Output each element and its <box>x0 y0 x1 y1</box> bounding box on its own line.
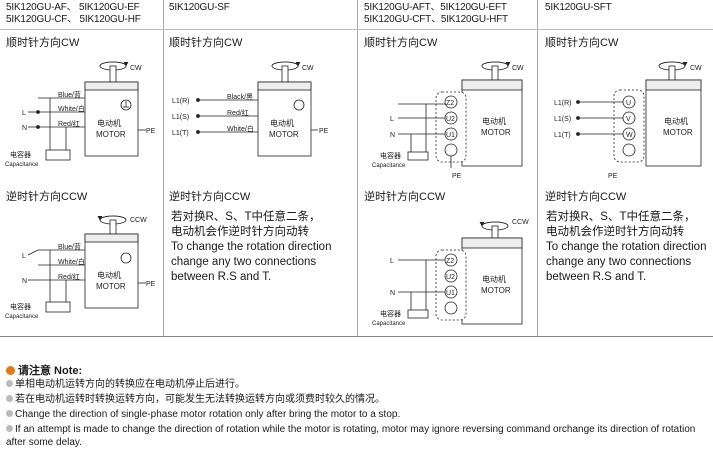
ccw-title: 逆时针方向CCW <box>364 191 446 203</box>
svg-text:U: U <box>626 100 631 107</box>
svg-text:PE: PE <box>146 281 156 288</box>
diagram-single-phase-cw <box>28 61 146 161</box>
svg-text:PE: PE <box>452 173 462 180</box>
svg-text:L1(R): L1(R) <box>172 98 190 105</box>
svg-text:CW: CW <box>512 65 524 72</box>
svg-text:L1(T): L1(T) <box>172 130 189 137</box>
diagram-three-phase-terminal-cw <box>576 61 702 167</box>
diagram-three-phase-cw <box>196 61 318 157</box>
three-phase-ccw-note: 若对换R、S、T中任意二条， 电动机会作逆时针方向动转 To change th… <box>171 211 332 283</box>
bullet-icon <box>6 395 13 402</box>
column-divider <box>163 0 164 336</box>
header-divider <box>0 29 713 30</box>
svg-text:U2: U2 <box>446 274 455 281</box>
svg-text:L: L <box>390 258 394 265</box>
svg-text:Black/黑: Black/黑 <box>227 93 253 101</box>
svg-text:L1(S): L1(S) <box>554 116 571 123</box>
svg-text:电容器: 电容器 <box>380 309 401 318</box>
note-line: 若在电动机运转时转换运转方向，可能发生无法转换运转方向或须费时较久的情况。 <box>6 393 385 406</box>
svg-text:White/白: White/白 <box>58 104 85 113</box>
cw-title: 顺时针方向CW <box>169 37 243 49</box>
svg-text:White/白: White/白 <box>227 124 254 133</box>
section-divider <box>0 336 713 337</box>
svg-text:CW: CW <box>690 65 702 72</box>
svg-text:MOTOR: MOTOR <box>481 286 511 295</box>
diagram-terminal-ccw <box>398 221 523 325</box>
svg-text:Z2: Z2 <box>446 258 454 265</box>
svg-text:U1: U1 <box>446 290 455 297</box>
diagram-single-phase-ccw <box>27 215 146 313</box>
column-divider <box>537 0 538 336</box>
column-divider <box>357 0 358 336</box>
svg-text:Capacitance: Capacitance <box>5 162 39 168</box>
svg-text:N: N <box>22 125 27 132</box>
svg-text:Blue/蓝: Blue/蓝 <box>58 242 81 251</box>
svg-text:Red/红: Red/红 <box>58 272 80 281</box>
bullet-icon <box>6 380 13 387</box>
svg-text:PE: PE <box>608 173 618 180</box>
cw-title: 顺时针方向CW <box>364 37 438 49</box>
note-icon <box>6 366 15 375</box>
svg-text:L1(T): L1(T) <box>554 132 571 139</box>
model-header-col2: 5IK120GU-SF <box>169 2 230 13</box>
svg-text:CCW: CCW <box>512 219 529 226</box>
svg-text:电动机: 电动机 <box>482 116 506 126</box>
bullet-icon <box>6 410 13 417</box>
svg-text:Red/红: Red/红 <box>58 119 80 128</box>
svg-text:MOTOR: MOTOR <box>663 128 693 137</box>
svg-text:L: L <box>390 116 394 123</box>
ccw-title: 逆时针方向CCW <box>6 191 88 203</box>
svg-text:电容器: 电容器 <box>10 150 31 159</box>
svg-text:L: L <box>22 110 26 117</box>
svg-text:电动机: 电动机 <box>482 274 506 284</box>
wiring-diagrams: CW Blue/蓝 White/白 Red/红 L N 电动机 MOTOR PE… <box>5 61 702 327</box>
three-phase-ccw-note: 若对换R、S、T中任意二条， 电动机会作逆时针方向动转 To change th… <box>546 211 707 283</box>
note-line: If an attempt is made to change the dire… <box>6 424 696 448</box>
svg-text:PE: PE <box>146 128 156 135</box>
svg-text:电动机: 电动机 <box>97 270 121 280</box>
svg-text:CW: CW <box>302 65 314 72</box>
cw-title: 顺时针方向CW <box>6 37 80 49</box>
note-line: Change the direction of single-phase mot… <box>6 408 400 421</box>
ccw-title: 逆时针方向CCW <box>545 191 627 203</box>
ccw-label: CCW <box>130 217 147 224</box>
svg-text:N: N <box>390 132 395 139</box>
note-line: 单相电动机运转方向的转换应在电动机停止后进行。 <box>6 378 245 391</box>
svg-text:电动机: 电动机 <box>97 118 121 128</box>
svg-text:L1(R): L1(R) <box>554 100 572 107</box>
svg-text:White/白: White/白 <box>58 257 85 266</box>
svg-text:U2: U2 <box>446 116 455 123</box>
svg-text:N: N <box>22 278 27 285</box>
svg-text:电容器: 电容器 <box>380 151 401 160</box>
svg-text:MOTOR: MOTOR <box>269 130 299 139</box>
svg-text:MOTOR: MOTOR <box>481 128 511 137</box>
svg-text:MOTOR: MOTOR <box>96 282 126 291</box>
svg-text:L1(S): L1(S) <box>172 114 189 121</box>
cw-label: CW <box>130 65 142 72</box>
svg-text:Capacitance: Capacitance <box>372 321 406 327</box>
svg-text:W: W <box>626 132 633 139</box>
svg-text:V: V <box>626 116 631 123</box>
svg-text:Blue/蓝: Blue/蓝 <box>58 90 81 99</box>
svg-text:电容器: 电容器 <box>10 302 31 311</box>
notes-title: 请注意 Note: <box>6 362 82 378</box>
svg-text:Red/红: Red/红 <box>227 108 249 117</box>
diagram-terminal-cw <box>398 61 523 168</box>
svg-text:电动机: 电动机 <box>664 116 688 126</box>
svg-text:电动机: 电动机 <box>270 118 294 128</box>
ccw-title: 逆时针方向CCW <box>169 191 251 203</box>
svg-text:N: N <box>390 290 395 297</box>
cw-title: 顺时针方向CW <box>545 37 619 49</box>
svg-text:L: L <box>22 253 26 260</box>
svg-text:Capacitance: Capacitance <box>372 163 406 169</box>
bullet-icon <box>6 425 13 432</box>
svg-text:MOTOR: MOTOR <box>96 130 126 139</box>
svg-text:Capacitance: Capacitance <box>5 314 39 320</box>
svg-text:U1: U1 <box>446 132 455 139</box>
svg-text:Z2: Z2 <box>446 100 454 107</box>
model-header-col4: 5IK120GU-SFT <box>545 2 612 13</box>
svg-text:PE: PE <box>319 128 329 135</box>
